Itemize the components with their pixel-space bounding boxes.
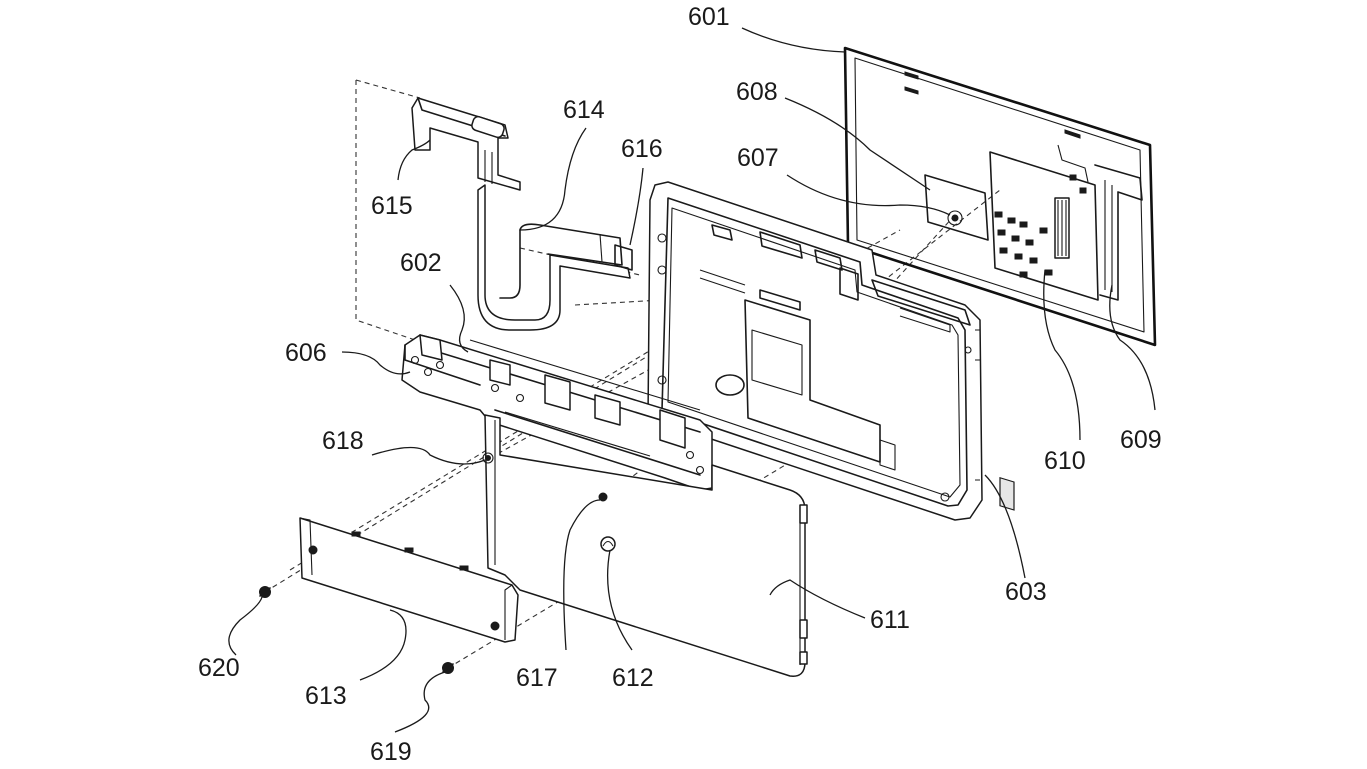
flexible-cable-614: [477, 184, 631, 331]
label-615: 615: [371, 192, 413, 220]
label-606: 606: [285, 339, 327, 367]
label-617: 617: [516, 664, 558, 692]
label-603: 603: [1005, 578, 1047, 606]
reference-numerals: 601 608 607 614 616 615 602 606 618 610 …: [198, 3, 1162, 766]
screw-620: [259, 586, 271, 598]
screw-617: [598, 492, 608, 502]
display-panel-601: [843, 46, 1157, 347]
boss-612: [600, 536, 616, 552]
flex-strip-609: [1094, 164, 1143, 301]
screw-619: [442, 662, 454, 674]
leader-lines: [228, 27, 1156, 733]
label-614: 614: [563, 96, 605, 124]
label-612: 612: [612, 664, 654, 692]
hinge-assembly-606: [401, 334, 713, 491]
label-616: 616: [621, 135, 663, 163]
label-607: 607: [737, 144, 779, 172]
label-618: 618: [322, 427, 364, 455]
circuit-board-610: [989, 144, 1099, 511]
label-619: 619: [370, 738, 412, 766]
label-602: 602: [400, 249, 442, 277]
label-613: 613: [305, 682, 347, 710]
label-611: 611: [870, 606, 910, 634]
label-610: 610: [1044, 447, 1086, 475]
label-601: 601: [688, 3, 730, 31]
hinge-bracket-615: [411, 97, 521, 191]
shield-plate-608: [924, 174, 989, 241]
connector-616: [614, 244, 633, 271]
cover-strip-613: [299, 517, 519, 643]
screw-hole-607: [947, 210, 963, 226]
label-608: 608: [736, 78, 778, 106]
rear-cover-611: [482, 414, 808, 677]
middle-frame-603: [647, 181, 983, 521]
screw-618: [482, 452, 494, 464]
label-620: 620: [198, 654, 240, 682]
label-609: 609: [1120, 426, 1162, 454]
